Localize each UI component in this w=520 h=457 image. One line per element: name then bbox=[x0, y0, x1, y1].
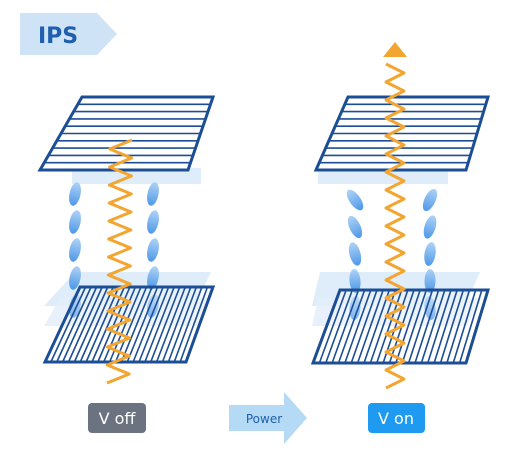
liquid-crystal bbox=[69, 238, 81, 262]
polarizer-line bbox=[401, 289, 428, 364]
liquid-crystal bbox=[69, 294, 81, 318]
left-light-wave bbox=[105, 138, 134, 385]
polarizer-line bbox=[179, 286, 209, 363]
v-off-label: V off bbox=[99, 409, 137, 428]
polarizer-line bbox=[155, 286, 187, 363]
liquid-crystal bbox=[346, 189, 364, 211]
polarizer-line bbox=[446, 289, 471, 364]
polarizer-line bbox=[56, 286, 92, 363]
polarizer-line bbox=[173, 286, 203, 363]
polarizer-line bbox=[120, 286, 153, 363]
liquid-crystal bbox=[424, 269, 436, 293]
v-on-badge: V on bbox=[368, 403, 425, 433]
polarizer-line bbox=[458, 289, 483, 364]
polarizer-line bbox=[350, 289, 378, 364]
polarizer-line bbox=[363, 289, 391, 364]
liquid-crystal bbox=[147, 266, 159, 290]
polarizer-line bbox=[161, 286, 192, 363]
left-assembly bbox=[37, 95, 216, 385]
ips-tag: IPS bbox=[20, 13, 117, 55]
polarizer-line bbox=[395, 289, 421, 364]
v-off-badge: V off bbox=[88, 403, 146, 433]
power-arrow: Power bbox=[229, 392, 307, 444]
ips-tag-label: IPS bbox=[38, 24, 78, 49]
polarizer-line bbox=[452, 289, 477, 364]
liquid-crystal bbox=[69, 182, 81, 206]
polarizer-line bbox=[439, 289, 465, 364]
polarizer-line bbox=[331, 289, 360, 364]
polarizer-line bbox=[138, 286, 170, 363]
liquid-crystal bbox=[424, 296, 436, 320]
polarizer-line bbox=[324, 289, 354, 364]
polarizer-line bbox=[426, 289, 452, 364]
polarizer-line bbox=[79, 286, 114, 363]
liquid-crystal bbox=[69, 210, 81, 234]
polarizer-line bbox=[73, 286, 109, 363]
liquid-crystal bbox=[423, 215, 437, 239]
polarizer-line bbox=[132, 286, 164, 363]
right-upper-glass bbox=[318, 168, 448, 184]
light-output-arrow-icon bbox=[383, 42, 407, 57]
liquid-crystal bbox=[69, 266, 81, 290]
polarizer-line bbox=[91, 286, 126, 363]
liquid-crystal bbox=[147, 210, 159, 234]
polarizer-line bbox=[433, 289, 458, 364]
left-liquid-crystals bbox=[69, 182, 159, 318]
polarizer-line bbox=[337, 289, 366, 364]
right-light-wave bbox=[384, 62, 406, 390]
left-bottom-polarizer bbox=[42, 285, 216, 364]
polarizer-line bbox=[85, 286, 120, 363]
left-lower-glass-2 bbox=[44, 298, 210, 326]
polarizer-line bbox=[414, 289, 440, 364]
right-assembly bbox=[310, 42, 491, 390]
liquid-crystal bbox=[147, 238, 159, 262]
liquid-crystal bbox=[348, 242, 362, 266]
polarizer-line bbox=[318, 289, 347, 364]
right-liquid-crystals bbox=[346, 188, 438, 320]
left-top-polarizer bbox=[37, 95, 216, 172]
polarizer-line bbox=[150, 286, 181, 363]
liquid-crystal bbox=[422, 188, 438, 212]
polarizer-line bbox=[67, 286, 103, 363]
polarizer-line bbox=[114, 286, 148, 363]
v-on-label: V on bbox=[378, 409, 414, 428]
polarizer-line bbox=[167, 286, 198, 363]
polarizer-line bbox=[144, 286, 175, 363]
liquid-crystal bbox=[349, 296, 361, 320]
polarizer-line bbox=[50, 286, 87, 363]
liquid-crystal bbox=[347, 215, 363, 239]
polarizer-line bbox=[344, 289, 372, 364]
liquid-crystal bbox=[349, 269, 361, 293]
power-arrow-label: Power bbox=[246, 412, 282, 426]
polarizer-line bbox=[61, 286, 98, 363]
polarizer-line bbox=[126, 286, 159, 363]
liquid-crystal bbox=[147, 294, 159, 318]
polarizer-line bbox=[407, 289, 434, 364]
liquid-crystal bbox=[424, 242, 436, 266]
liquid-crystal bbox=[147, 182, 159, 206]
polarizer-line bbox=[356, 289, 384, 364]
left-upper-glass bbox=[72, 168, 201, 184]
polarizer-line bbox=[420, 289, 446, 364]
right-top-polarizer bbox=[313, 95, 491, 172]
